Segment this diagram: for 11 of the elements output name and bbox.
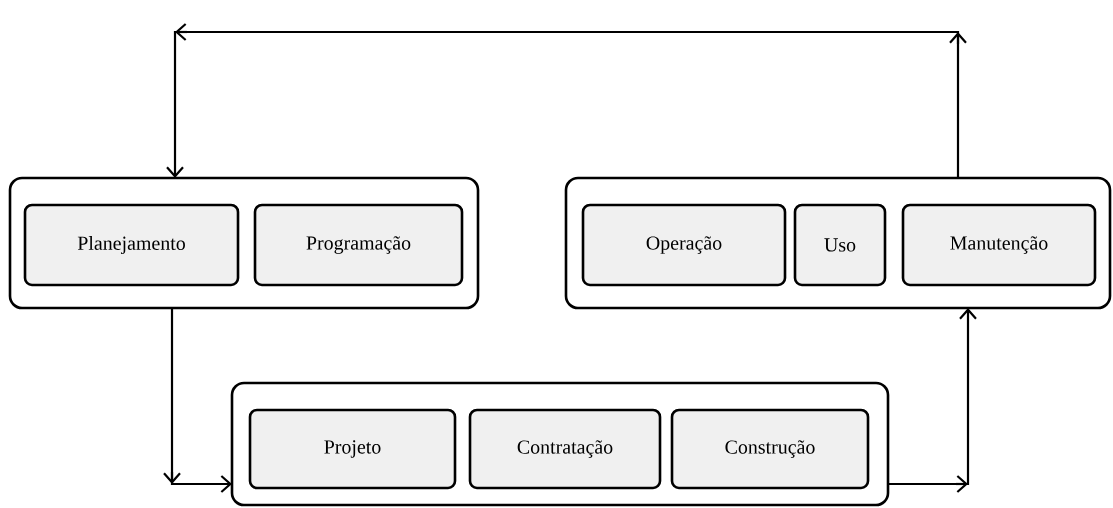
process-box: Uso [793, 203, 887, 287]
process-box: Contratação [468, 408, 662, 490]
process-box: Programação [253, 203, 464, 287]
process-box: Manutenção [901, 203, 1097, 287]
arrow [166, 23, 967, 178]
process-box: Planejamento [23, 203, 240, 287]
arrow [163, 308, 232, 493]
process-box: Operação [581, 203, 787, 287]
process-box: Projeto [248, 408, 457, 490]
arrow [888, 308, 977, 493]
process-box: Construção [670, 408, 870, 490]
